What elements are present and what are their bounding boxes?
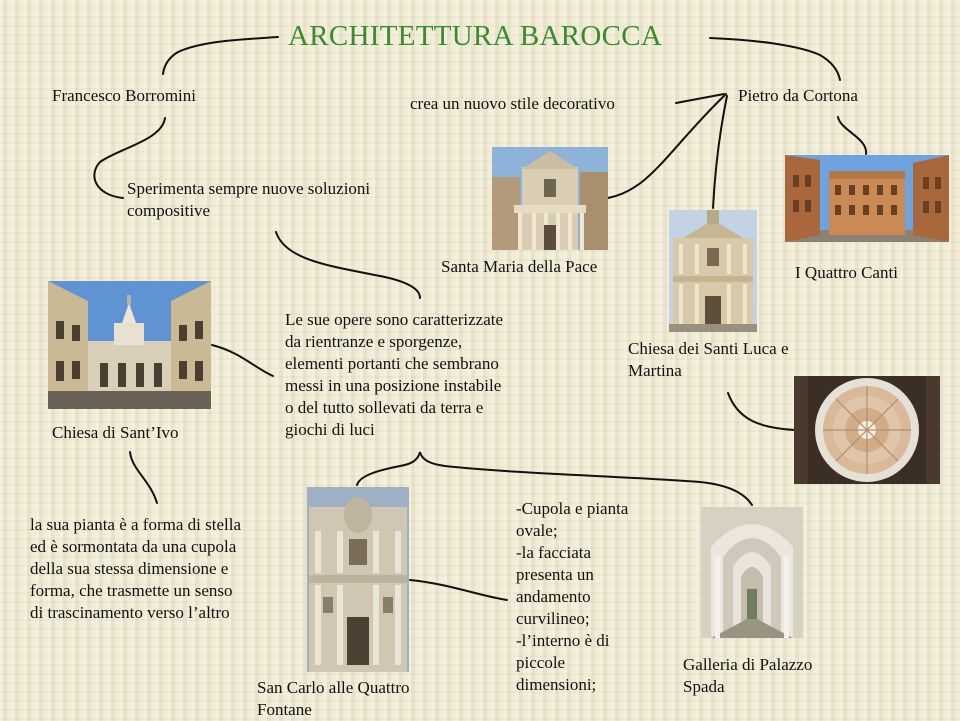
- cortona-style-label: crea un nuovo stile decorativo: [410, 94, 615, 113]
- connector-luca-dome: [727, 392, 796, 431]
- cortona-label: Pietro da Cortona: [738, 86, 858, 105]
- dome-interior-photo: [794, 376, 940, 484]
- connector-santivo-works: [211, 344, 274, 377]
- connector-cortona-style: [675, 93, 725, 104]
- borromini-works-text: Le sue opere sono caratterizzate da rien…: [285, 310, 504, 439]
- quattro-canti-label: I Quattro Canti: [795, 263, 898, 282]
- connector-title-borromini: [162, 36, 279, 75]
- san-carlo-photo: [307, 487, 409, 672]
- san-carlo-description: -Cupola e pianta ovale; -la facciata pre…: [516, 499, 629, 694]
- quattro-canti-photo: [785, 155, 949, 242]
- borromini-experiments-text: Sperimenta sempre nuove soluzioni compos…: [127, 179, 371, 220]
- luca-martina-label: Chiesa dei Santi Luca e Martina: [628, 339, 789, 380]
- borromini-label: Francesco Borromini: [52, 86, 196, 105]
- luca-martina-photo: [669, 210, 757, 332]
- connector-experiments-works: [275, 231, 421, 299]
- santa-maria-label: Santa Maria della Pace: [441, 257, 598, 276]
- san-carlo-label: San Carlo alle Quattro Fontane: [257, 678, 410, 719]
- santivo-photo: [48, 281, 211, 409]
- connector-title-cortona: [709, 37, 841, 81]
- galleria-label: Galleria di Palazzo Spada: [683, 655, 813, 696]
- connector-cortona-quattrocanti: [837, 116, 868, 155]
- page-title: ARCHITETTURA BAROCCA: [288, 20, 663, 52]
- santivo-label: Chiesa di Sant’Ivo: [52, 423, 179, 442]
- connector-cortona-santamaria: [607, 93, 727, 199]
- connector-cortona-luca: [712, 95, 728, 209]
- connector-santivo-desc: [129, 451, 158, 504]
- santivo-description: la sua pianta è a forma di stella ed è s…: [30, 515, 241, 622]
- santa-maria-photo: [492, 147, 608, 250]
- connector-works-brace: [356, 451, 753, 506]
- connector-sancarlo-desc: [409, 579, 508, 601]
- galleria-photo: [701, 507, 803, 638]
- connector-borromini-experiments: [93, 117, 166, 199]
